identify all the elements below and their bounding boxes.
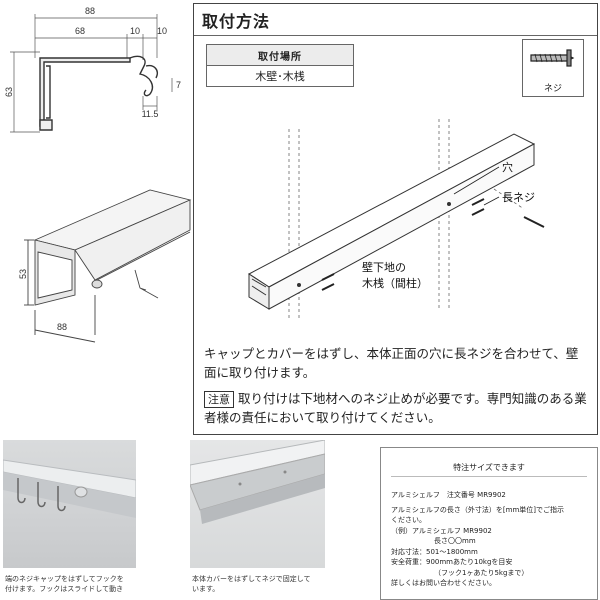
cover-photo xyxy=(190,440,325,568)
special-divider xyxy=(391,476,587,477)
dim-7: 7 xyxy=(176,80,181,90)
screw-illustration-box: ネジ xyxy=(522,39,584,97)
caption2-line1: 本体カバーをはずしてネジで固定して xyxy=(192,575,311,583)
special-line3: ください。 xyxy=(391,516,426,524)
install-title: 取付方法 xyxy=(202,12,271,31)
special-line6: 対応寸法：501～1800mm xyxy=(391,547,478,556)
dim-63: 63 xyxy=(4,87,14,97)
dim-68: 68 xyxy=(75,26,85,36)
dim-88: 88 xyxy=(85,6,95,16)
install-method-panel: 取付方法 取付場所 木壁･木桟 ネジ xyxy=(193,3,598,435)
special-title: 特注サイズできます xyxy=(453,463,525,472)
install-location-table: 取付場所 木壁･木桟 xyxy=(206,44,354,87)
title-divider xyxy=(194,35,597,36)
special-line7: 安全荷重：900mmあたり10kgを目安 xyxy=(391,558,513,566)
screw-label: ネジ xyxy=(543,84,562,94)
special-line9: 詳しくはお問い合わせください。 xyxy=(391,579,496,587)
label-long-screw: 長ネジ xyxy=(502,191,535,204)
screw-icon xyxy=(530,49,575,67)
instruction-text: キャップとカバーをはずし、本体正面の穴に長ネジを合わせて、壁面に取り付けます。 xyxy=(204,346,579,380)
profile-dimension-drawing: 88 68 10 10 63 7 11.5 xyxy=(0,0,190,140)
special-line5: 長さ〇〇mm xyxy=(434,537,476,545)
label-hole: 穴 xyxy=(502,160,513,174)
label-stud-line1: 壁下地の xyxy=(362,260,406,274)
special-order-box: 特注サイズできます アルミシェルフ 注文番号 MR9902 アルミシェルフの長さ… xyxy=(380,447,598,600)
special-line1: アルミシェルフ 注文番号 MR9902 xyxy=(391,491,506,499)
label-stud-line2: 木桟（間柱） xyxy=(362,276,428,290)
dim-11-5: 11.5 xyxy=(142,109,159,119)
cover-photo-caption: 本体カバーをはずしてネジで固定して います。 xyxy=(192,574,332,594)
special-line8: （フック1ヶあたり5kgまで） xyxy=(434,568,529,577)
special-line2: アルミシェルフの長さ（外寸法）を[mm単位]でご指示 xyxy=(391,505,565,514)
iso-dim-53: 53 xyxy=(18,269,28,279)
isometric-shelf-drawing: 53 88 xyxy=(0,170,200,350)
iso-dim-88: 88 xyxy=(57,322,67,332)
special-line4: （例）アルミシェルフ MR9902 xyxy=(391,526,492,535)
special-body: アルミシェルフ 注文番号 MR9902 アルミシェルフの長さ（外寸法）を[mm単… xyxy=(391,490,591,589)
hook-photo-caption: 端のネジキャップをはずしてフックを 付けます。フックはスライドして動き xyxy=(5,574,140,594)
hook-photo xyxy=(3,440,136,568)
table-header: 取付場所 xyxy=(206,44,354,66)
caption1-line2: 付けます。フックはスライドして動き xyxy=(5,585,124,593)
caption2-line2: います。 xyxy=(192,585,220,593)
dim-10a: 10 xyxy=(130,26,140,36)
installation-diagram: 穴 長ネジ 壁下地の 木桟（間柱） xyxy=(234,109,589,329)
caution-badge: 注意 xyxy=(204,391,234,408)
dim-10b: 10 xyxy=(157,26,167,36)
caution-text: 取り付けは下地材へのネジ止めが必要です。専門知識のある業者様の責任において取り付… xyxy=(204,391,587,425)
caption1-line1: 端のネジキャップをはずしてフックを xyxy=(5,575,124,583)
caution-block: 注意取り付けは下地材へのネジ止めが必要です。専門知識のある業者様の責任において取… xyxy=(204,389,592,427)
table-value: 木壁･木桟 xyxy=(206,65,354,87)
